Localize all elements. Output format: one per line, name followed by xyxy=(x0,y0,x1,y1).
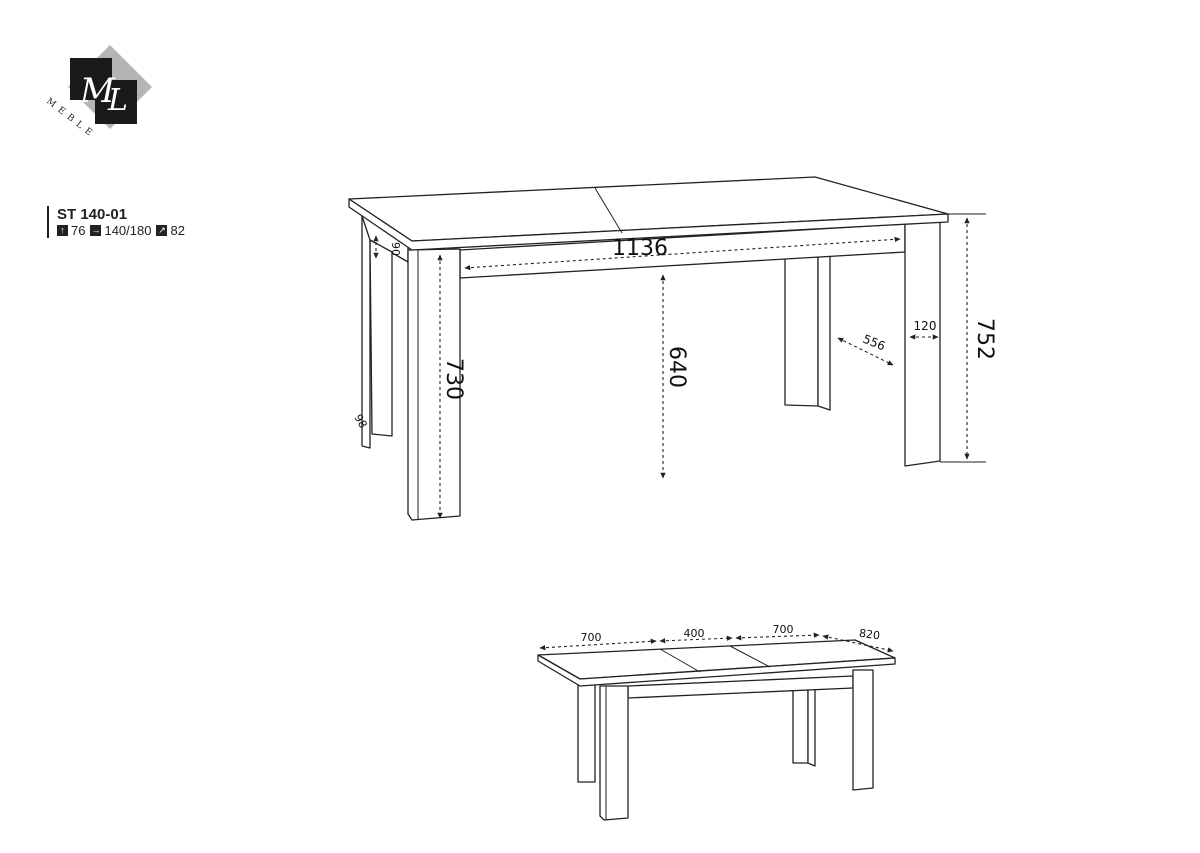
front-right-leg xyxy=(904,220,941,467)
dim-leg-height: 730 xyxy=(441,358,466,400)
ext-table-top-edge xyxy=(537,654,896,687)
spec-height: 76 xyxy=(71,223,86,238)
table-extended-view: 700 400 700 820 xyxy=(537,623,896,821)
table-main-view: 1136 90 730 640 556 120 752 98 xyxy=(348,176,997,521)
dim-leg-depth: 98 xyxy=(351,412,369,431)
dim-leg-width: 120 xyxy=(914,319,937,333)
ext-left-back-leg xyxy=(577,679,596,783)
width-arrow-right-icon: → xyxy=(90,225,102,236)
dim-insert: 400 xyxy=(684,627,705,640)
logo-mark: M L MEBLE xyxy=(44,45,152,141)
ext-split-line-2 xyxy=(729,645,771,668)
leaf-split-line xyxy=(594,187,623,234)
ext-split-line-1 xyxy=(659,648,701,673)
product-specs: ↑ 76 → 140/180 ↗ 82 xyxy=(57,223,185,238)
depth-arrow-diagonal-icon: ↗ xyxy=(156,225,168,236)
dim-leg-spacing: 556 xyxy=(861,332,887,354)
height-arrow-up-icon: ↑ xyxy=(57,225,68,236)
back-right-leg-side xyxy=(817,255,831,411)
product-info: ST 140-01 ↑ 76 → 140/180 ↗ 82 xyxy=(47,206,185,238)
back-right-leg xyxy=(784,256,819,407)
dim-length: 1136 xyxy=(612,236,668,261)
left-inner-leg xyxy=(369,239,393,437)
ext-front-left-leg xyxy=(599,685,629,821)
svg-text:L: L xyxy=(107,83,128,118)
ext-back-right-leg-side xyxy=(807,682,816,767)
front-left-leg xyxy=(407,248,461,521)
spec-width: 140/180 xyxy=(104,223,152,238)
dim-apron-height: 90 xyxy=(389,242,402,256)
ext-back-right-leg xyxy=(792,682,809,764)
dim-left-leaf: 700 xyxy=(581,631,602,644)
spec-depth: 82 xyxy=(170,223,185,238)
ext-front-right-leg xyxy=(852,669,874,791)
product-code: ST 140-01 xyxy=(57,206,128,223)
dim-depth: 820 xyxy=(858,627,881,643)
svg-text:M: M xyxy=(79,71,116,111)
dim-clearance: 640 xyxy=(664,346,689,388)
dim-total-height: 752 xyxy=(972,318,997,360)
dim-right-leaf: 700 xyxy=(773,623,794,636)
